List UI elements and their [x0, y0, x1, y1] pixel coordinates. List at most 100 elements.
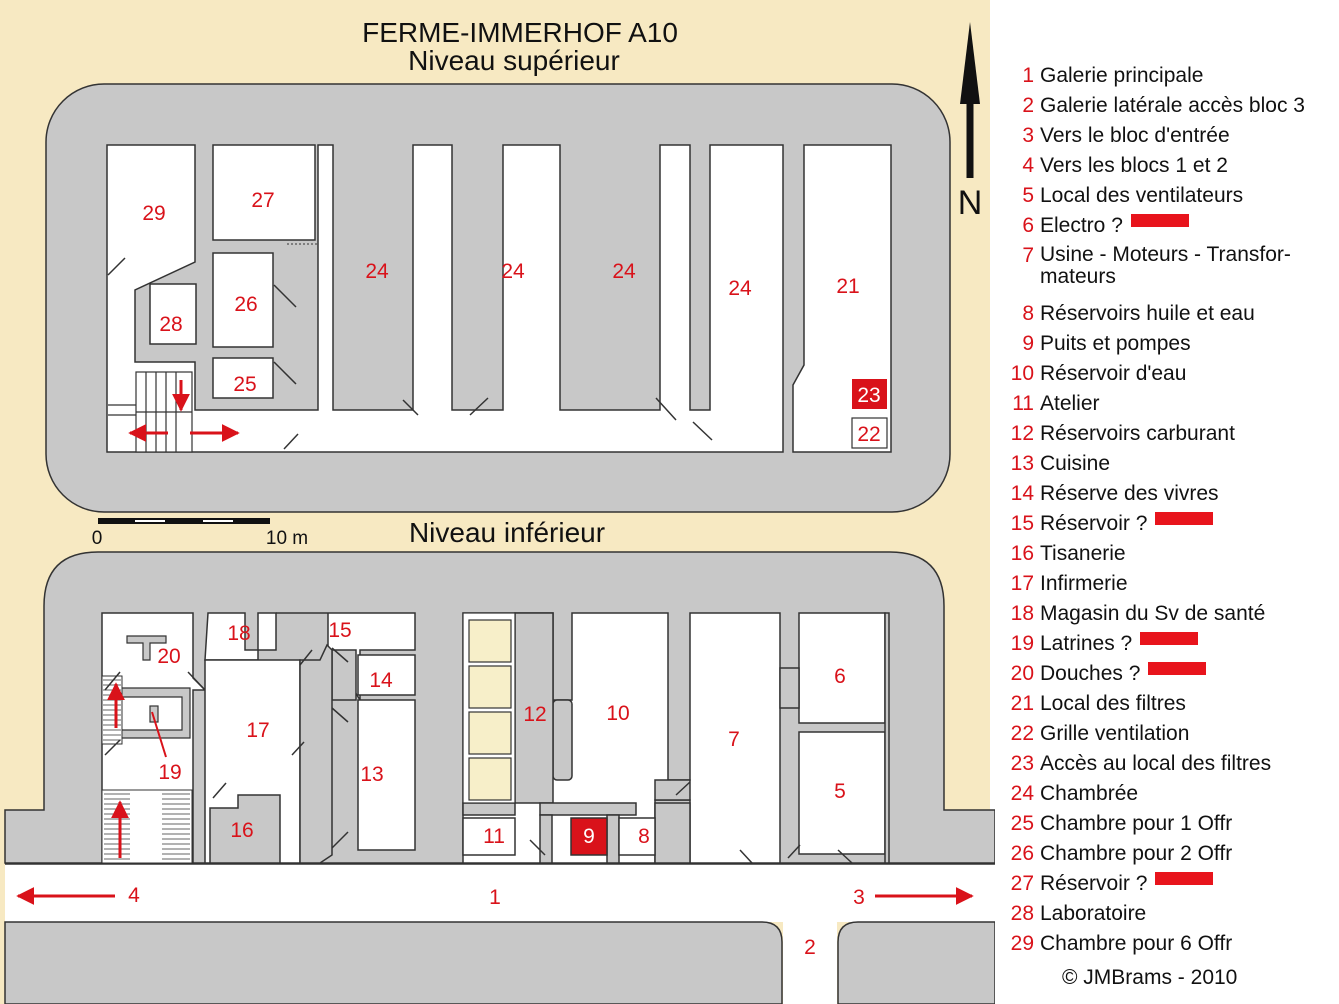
legend-number: 11 — [1012, 392, 1034, 415]
north-label: N — [958, 184, 983, 222]
room-label: 15 — [328, 619, 351, 642]
legend-text: Local des filtres — [1040, 692, 1186, 715]
redaction-mark — [1140, 632, 1199, 645]
legend-number: 28 — [1010, 902, 1034, 925]
redaction-mark — [1155, 512, 1214, 525]
main-gallery — [5, 864, 995, 922]
legend-text: Galerie latérale accès bloc 3 — [1040, 94, 1305, 117]
legend-number: 23 — [1010, 752, 1034, 775]
legend-item: 14 Réserve des vivres — [1000, 482, 1335, 512]
legend-item: 21 Local des filtres — [1000, 692, 1335, 722]
fuel-tanks — [462, 612, 516, 804]
redaction-mark — [1130, 214, 1189, 227]
legend-text: Douches ? — [1040, 662, 1141, 685]
legend-item: 25 Chambre pour 1 Offr — [1000, 812, 1335, 842]
room-label: 10 — [606, 702, 629, 725]
scale-end: 10 m — [266, 528, 308, 549]
room-label: 6 — [834, 665, 846, 688]
room-label: 9 — [583, 825, 595, 848]
legend-number: 10 — [1010, 362, 1034, 385]
legend-number: 14 — [1010, 482, 1034, 505]
access-hatch-23 — [852, 379, 887, 409]
showers-block — [120, 635, 191, 739]
legend-number: 27 — [1010, 872, 1034, 895]
legend-text: Réservoir d'eau — [1040, 362, 1187, 385]
lower-door-swings — [104, 647, 853, 864]
legend-text: Réservoir ? — [1040, 512, 1148, 535]
legend-number: 25 — [1010, 812, 1034, 835]
legend-text: Accès au local des filtres — [1040, 752, 1272, 775]
legend-text: Latrines ? — [1040, 632, 1133, 655]
legend-number: 21 — [1010, 692, 1034, 715]
legend-number: 7 — [1022, 244, 1034, 267]
legend-text: Chambre pour 6 Offr — [1040, 932, 1233, 955]
legend-text: Grille ventilation — [1040, 722, 1190, 745]
room-label: 11 — [483, 825, 505, 848]
legend-text: Chambre pour 1 Offr — [1040, 812, 1233, 835]
legend-item: 24 Chambrée — [1000, 782, 1335, 812]
upper-rooms — [106, 144, 892, 453]
room-label: 27 — [251, 189, 274, 212]
legend-number: 2 — [1022, 94, 1034, 117]
legend-number: 26 — [1010, 842, 1034, 865]
lower-small-rooms — [462, 817, 656, 856]
legend-number: 3 — [1022, 124, 1034, 147]
legend-text: Magasin du Sv de santé — [1040, 602, 1266, 625]
legend-text: Chambrée — [1040, 782, 1139, 805]
lower-wall-left — [4, 921, 783, 1004]
legend-text: Cuisine — [1040, 452, 1111, 475]
legend-text: Atelier — [1040, 392, 1100, 415]
room-label: 24 — [501, 260, 525, 283]
legend-item: 17 Infirmerie — [1000, 572, 1335, 602]
redaction-mark — [1148, 662, 1207, 675]
upper-red-arrows — [128, 380, 240, 442]
lower-red-arrows — [16, 682, 974, 905]
room-label: 24 — [612, 260, 636, 283]
room-label: 21 — [836, 275, 859, 298]
floor-plan: FERME-IMMERHOF A10 Niveau supérieur Nive… — [0, 0, 995, 1004]
vent-grille-22 — [851, 417, 888, 449]
room-label: 18 — [227, 622, 250, 645]
room-label: 12 — [523, 703, 546, 726]
legend-text: Tisanerie — [1040, 542, 1126, 565]
legend-number: 4 — [1022, 154, 1034, 177]
legend-number: 1 — [1022, 64, 1034, 87]
room-label: 19 — [158, 761, 181, 784]
room-label: 23 — [857, 384, 880, 407]
room-label: 26 — [234, 293, 257, 316]
room-label: 14 — [369, 669, 393, 692]
legend-number: 17 — [1010, 572, 1034, 595]
gallery-label-3: 3 — [853, 886, 865, 909]
room-label: 28 — [159, 313, 182, 336]
legend-text: Vers les blocs 1 et 2 — [1040, 154, 1228, 177]
legend-text: Usine - Moteurs - Transfor-mateurs — [1040, 243, 1291, 288]
scale-start: 0 — [92, 528, 103, 549]
legend-text: Puits et pompes — [1040, 332, 1191, 355]
legend-number: 24 — [1010, 782, 1034, 805]
room-label: 17 — [246, 719, 269, 742]
legend-number: 18 — [1010, 602, 1034, 625]
legend-text: Réservoirs huile et eau — [1040, 302, 1255, 325]
legend-text: Local des ventilateurs — [1040, 184, 1244, 207]
north-arrow-icon — [960, 22, 980, 178]
legend-text: Réserve des vivres — [1040, 482, 1219, 505]
room-label: 8 — [638, 825, 650, 848]
legend-text: Réservoir ? — [1040, 872, 1148, 895]
legend-item: 7 Usine - Moteurs - Transfor-mateurs — [1000, 244, 1335, 302]
room-label: 25 — [233, 373, 256, 396]
room-label: 13 — [360, 763, 383, 786]
legend-number: 16 — [1010, 542, 1034, 565]
gallery-label-2: 2 — [804, 936, 816, 959]
gallery-label-1: 1 — [489, 886, 501, 909]
legend-text: Infirmerie — [1040, 572, 1128, 595]
